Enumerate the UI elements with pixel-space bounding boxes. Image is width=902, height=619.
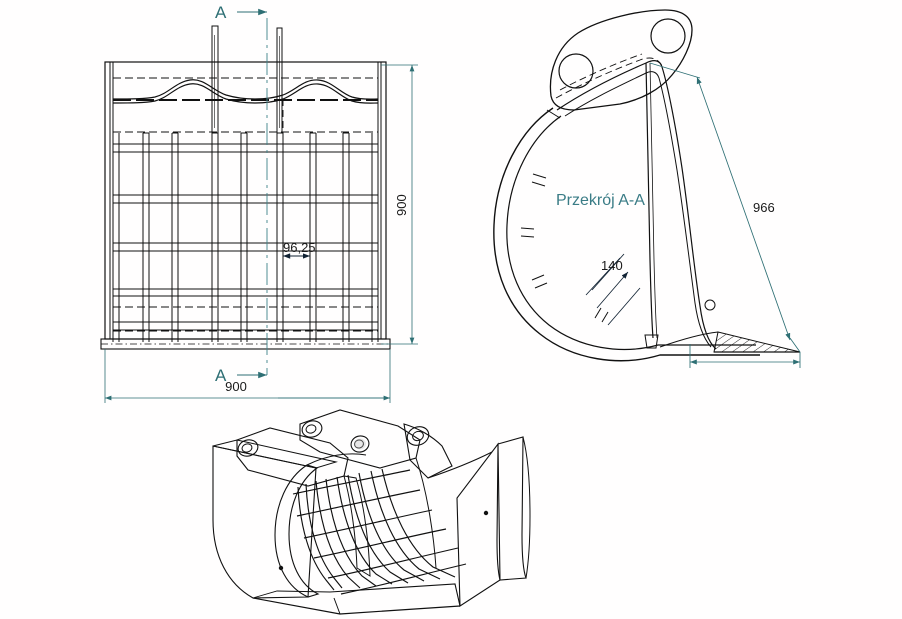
vertical-bar <box>142 132 150 342</box>
section-mounting-bracket <box>549 9 693 111</box>
iso-hole-right <box>483 510 489 516</box>
dimension-wear-140 <box>585 253 641 326</box>
vertical-bar <box>342 132 350 342</box>
front-view-scallop-edge <box>112 79 379 104</box>
iso-front-lip <box>252 583 461 615</box>
section-view-title: Przekrój A-A <box>556 192 645 209</box>
vertical-bar <box>171 132 179 342</box>
dimension-bottom-unlabelled <box>689 344 801 368</box>
iso-tine-bars <box>297 468 456 591</box>
iso-rear-shell <box>274 453 367 598</box>
front-view-bar-hidden-extension <box>211 99 284 145</box>
vertical-bar <box>371 133 379 342</box>
dimension-height-900 <box>381 64 418 345</box>
section-wear-strip-ticks <box>520 109 609 323</box>
iso-right-side-plate <box>456 436 531 607</box>
section-marker-top: A <box>215 3 267 22</box>
dimension-pitch-label: 96,25 <box>283 240 316 255</box>
front-view-vertical-bars <box>112 132 379 342</box>
dimension-wear-label: 140 <box>601 258 623 273</box>
section-marker-top-label: A <box>215 3 227 22</box>
iso-back-plate <box>343 457 437 577</box>
section-marker-bottom: A <box>215 366 267 385</box>
front-view <box>100 18 391 375</box>
section-hidden-lip <box>555 53 663 99</box>
dimension-depth-966 <box>649 62 801 353</box>
iso-left-side-plate <box>212 439 338 599</box>
front-view-upper-stub-bars <box>211 25 283 134</box>
dimension-depth-label: 966 <box>753 200 775 215</box>
section-marker-bottom-label: A <box>215 366 227 385</box>
isometric-view <box>212 409 531 615</box>
iso-hole-left <box>278 565 284 571</box>
vertical-bar <box>112 133 120 342</box>
vertical-bar <box>309 132 317 342</box>
vertical-bar <box>240 132 248 342</box>
iso-cross-rungs <box>292 469 467 595</box>
section-bucket-shell <box>493 107 760 362</box>
dimension-height-label: 900 <box>394 194 409 216</box>
dimension-pitch-96-25: 96,25 <box>283 240 316 259</box>
section-tine-line <box>644 62 659 349</box>
dimension-width-label: 900 <box>225 379 247 394</box>
front-view-horizontal-bars <box>113 143 378 331</box>
